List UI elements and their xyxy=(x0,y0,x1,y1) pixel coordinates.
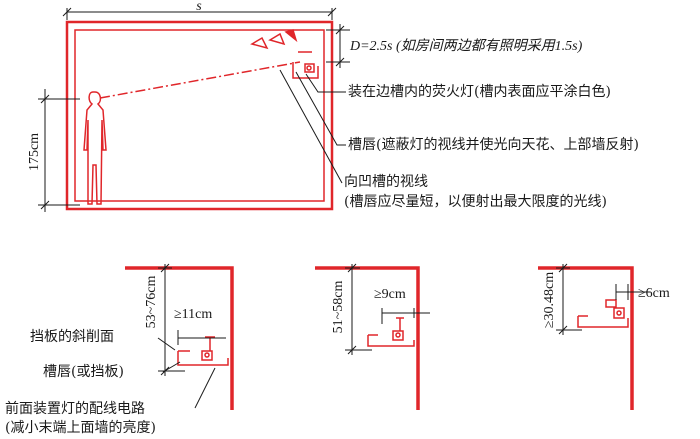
callout-leaders xyxy=(279,69,346,184)
gap-dimension-3 xyxy=(615,284,650,300)
cove-section-1 xyxy=(177,336,229,366)
gap-label-2: ≥9cm xyxy=(374,287,406,302)
height-dimension xyxy=(38,89,80,212)
room-elevation: s 175cm xyxy=(27,0,639,212)
height-label-1: 53~76cm xyxy=(144,276,159,329)
room-outer-wall xyxy=(65,20,334,211)
bottom-leaders xyxy=(157,337,216,409)
room-inner-wall xyxy=(74,29,325,202)
lamp-callout: 装在边槽内的荧火灯(槽内表面应平涂白色) xyxy=(348,83,611,100)
gap-dimension-2 xyxy=(381,308,430,324)
sight-note: (槽唇应尽量短，以便射出最大限度的光线) xyxy=(344,193,607,210)
height-dimension-3 xyxy=(556,263,582,335)
distance-label: D=2.5s (如房间两边都有照明采用1.5s) xyxy=(349,38,583,54)
width-label: s xyxy=(196,0,202,14)
gap-label-1: ≥11cm xyxy=(174,307,212,322)
height-label-3: ≥30.48cm xyxy=(542,272,557,328)
cove-detail-2: 51~58cm ≥9cm xyxy=(315,263,430,410)
cove-fixture xyxy=(292,51,319,79)
light-rays xyxy=(250,29,298,50)
height-label: 175cm xyxy=(27,133,42,171)
cove-section-2 xyxy=(367,317,415,347)
sight-line xyxy=(99,61,301,99)
cove-detail-3: ≥30.48cm ≥6cm xyxy=(538,263,670,410)
cove-detail-1: 53~76cm ≥11cm xyxy=(125,263,234,410)
gap-dimension-1 xyxy=(177,330,226,345)
cove-section-3 xyxy=(577,299,629,328)
wiring-label: 前面装置灯的配线电路 xyxy=(5,400,145,417)
wiring-note: (减小末端上面墙的亮度) xyxy=(5,419,156,436)
height-dimension-2 xyxy=(345,263,372,355)
person-silhouette xyxy=(83,91,107,205)
width-dimension xyxy=(62,7,337,20)
distance-dimension xyxy=(326,24,350,68)
sight-callout: 向凹槽的视线 xyxy=(344,174,428,190)
gap-label-3: ≥6cm xyxy=(638,286,670,301)
lip-label: 槽唇(或挡板) xyxy=(43,364,124,380)
bevel-label: 挡板的斜削面 xyxy=(30,329,114,345)
lip-callout: 槽唇(遮蔽灯的视线并使光向天花、上部墙反射) xyxy=(348,136,639,153)
height-label-2: 51~58cm xyxy=(331,281,346,334)
